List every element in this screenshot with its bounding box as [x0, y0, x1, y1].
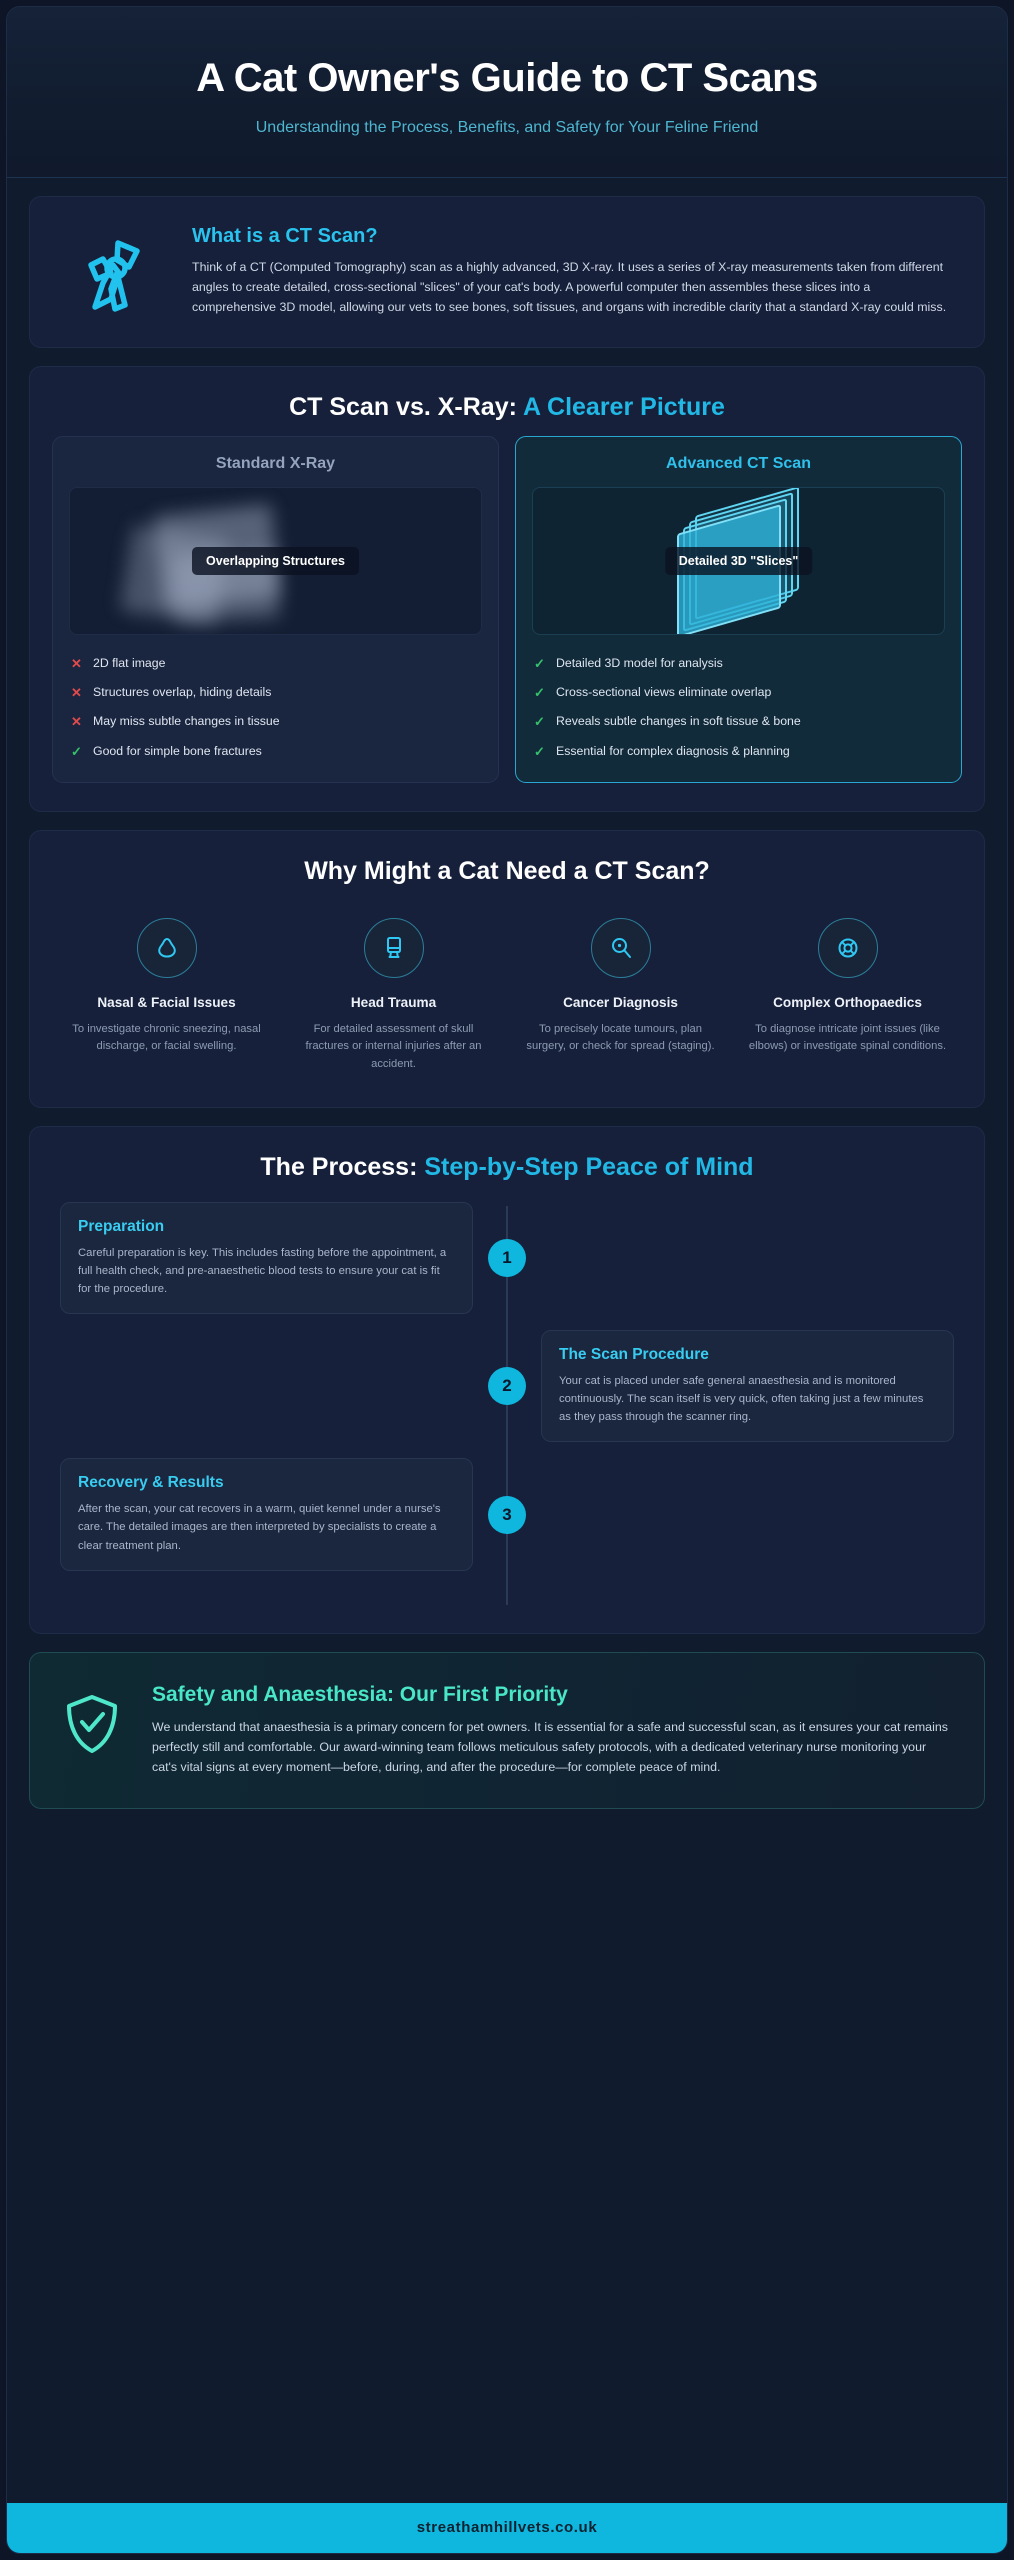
- list-item: ✕ Structures overlap, hiding details: [69, 679, 482, 708]
- list-item: ✓ Good for simple bone fractures: [69, 737, 482, 766]
- reason-desc: To precisely locate tumours, plan surger…: [526, 1022, 715, 1053]
- joint-icon: [817, 918, 878, 979]
- step-number-badge: 1: [488, 1239, 526, 1278]
- cat-scanner-icon: [60, 225, 170, 317]
- shield-check-icon: [56, 1683, 128, 1755]
- reason-complex-orthopaedics: Complex Orthopaedics To diagnose intrica…: [737, 906, 958, 1073]
- xray-heading: Standard X-Ray: [215, 455, 336, 473]
- safety-section: Safety and Anaesthesia: Our First Priori…: [29, 1651, 985, 1809]
- reason-desc: To investigate chronic sneezing, nasal d…: [72, 1022, 261, 1053]
- bullet-text: Good for simple bone fractures: [93, 743, 262, 758]
- head-scan-icon: [363, 918, 424, 979]
- list-item: ✓ Detailed 3D model for analysis: [532, 649, 945, 678]
- list-item: ✕ May miss subtle changes in tissue: [69, 708, 482, 737]
- footer-bar: streathamhillvets.co.uk: [7, 2503, 1007, 2553]
- step-desc: After the scan, your cat recovers in a w…: [78, 1503, 441, 1552]
- timeline-spine: [506, 1206, 508, 1605]
- reasons-title: Why Might a Cat Need a CT Scan?: [304, 857, 710, 886]
- comparison-title: CT Scan vs. X-Ray: A Clearer Picture: [30, 367, 984, 428]
- comparison-title-plain: CT Scan vs. X-Ray:: [289, 393, 523, 422]
- header: A Cat Owner's Guide to CT Scans Understa…: [7, 7, 1007, 178]
- safety-heading: Safety and Anaesthesia: Our First Priori…: [152, 1682, 568, 1706]
- list-item: ✓ Reveals subtle changes in soft tissue &…: [532, 708, 945, 737]
- step-number-badge: 3: [488, 1495, 526, 1534]
- step-title: The Scan Procedure: [559, 1346, 709, 1364]
- reason-cancer-diagnosis: Cancer Diagnosis To precisely locate tum…: [510, 906, 731, 1073]
- ct-visual-label: Detailed 3D "Slices": [664, 547, 813, 576]
- process-title: The Process: Step-by-Step Peace of Mind: [30, 1127, 984, 1188]
- xray-visual: Overlapping Structures: [69, 487, 482, 636]
- cross-icon: ✕: [71, 714, 82, 730]
- check-icon: ✓: [71, 743, 82, 759]
- content-body: What is a CT Scan? Think of a CT (Comput…: [7, 178, 1007, 2483]
- footer-website[interactable]: streathamhillvets.co.uk: [416, 2519, 598, 2536]
- step-card: The Scan Procedure Your cat is placed un…: [541, 1330, 954, 1443]
- comparison-title-accent: A Clearer Picture: [522, 393, 725, 422]
- check-icon: ✓: [534, 655, 545, 671]
- ct-card: Advanced CT Scan Detailed 3D "Slices" ✓ D…: [515, 436, 962, 784]
- step-card: Recovery & Results After the scan, your …: [60, 1458, 473, 1571]
- process-title-accent: Step-by-Step Peace of Mind: [424, 1153, 754, 1182]
- bullet-text: Detailed 3D model for analysis: [556, 655, 723, 670]
- page-subtitle: Understanding the Process, Benefits, and…: [255, 119, 759, 136]
- list-item: ✕ 2D flat image: [69, 649, 482, 678]
- reason-title: Nasal & Facial Issues: [97, 995, 236, 1011]
- step-title: Recovery & Results: [78, 1474, 224, 1492]
- step-number-badge: 2: [488, 1367, 526, 1406]
- safety-paragraph: We understand that anaesthesia is a prim…: [152, 1719, 948, 1775]
- check-icon: ✓: [534, 743, 545, 759]
- what-is-section: What is a CT Scan? Think of a CT (Comput…: [29, 196, 985, 349]
- process-step-3: Recovery & Results After the scan, your …: [60, 1458, 954, 1571]
- process-timeline: Preparation Careful preparation is key. …: [30, 1188, 984, 1633]
- process-section: The Process: Step-by-Step Peace of Mind …: [29, 1126, 985, 1634]
- bullet-text: 2D flat image: [93, 655, 166, 670]
- magnifier-cell-icon: [590, 918, 651, 979]
- list-item: ✓ Cross-sectional views eliminate overlap: [532, 679, 945, 708]
- nose-icon: [136, 918, 197, 979]
- process-step-1: Preparation Careful preparation is key. …: [60, 1202, 954, 1315]
- comparison-section: CT Scan vs. X-Ray: A Clearer Picture Sta…: [29, 366, 985, 813]
- reason-title: Head Trauma: [350, 995, 437, 1011]
- bullet-text: Reveals subtle changes in soft tissue & …: [556, 714, 801, 729]
- bullet-text: Essential for complex diagnosis & planni…: [556, 743, 790, 758]
- infographic-frame: A Cat Owner's Guide to CT Scans Understa…: [6, 6, 1008, 2554]
- check-icon: ✓: [534, 685, 545, 701]
- reason-title: Cancer Diagnosis: [563, 995, 678, 1011]
- list-item: ✓ Essential for complex diagnosis & plann…: [532, 737, 945, 766]
- what-is-heading: What is a CT Scan?: [192, 225, 378, 247]
- step-card: Preparation Careful preparation is key. …: [60, 1202, 473, 1315]
- check-icon: ✓: [534, 714, 545, 730]
- reason-nasal-facial: Nasal & Facial Issues To investigate chr…: [56, 906, 277, 1073]
- bullet-text: Cross-sectional views eliminate overlap: [556, 685, 772, 700]
- reason-head-trauma: Head Trauma For detailed assessment of s…: [283, 906, 504, 1073]
- xray-bullet-list: ✕ 2D flat image ✕ Structures overlap, hidi…: [69, 649, 482, 766]
- xray-visual-label: Overlapping Structures: [192, 547, 359, 576]
- ct-visual: Detailed 3D "Slices": [532, 487, 945, 636]
- cross-icon: ✕: [71, 685, 82, 701]
- ct-bullet-list: ✓ Detailed 3D model for analysis ✓ Cross-s…: [532, 649, 945, 766]
- step-title: Preparation: [78, 1218, 165, 1236]
- reason-title: Complex Orthopaedics: [773, 995, 922, 1011]
- reason-desc: To diagnose intricate joint issues (like…: [748, 1022, 947, 1053]
- page-title: A Cat Owner's Guide to CT Scans: [196, 56, 818, 100]
- bullet-text: May miss subtle changes in tissue: [93, 714, 280, 729]
- process-title-plain: The Process:: [260, 1153, 425, 1182]
- process-step-2: The Scan Procedure Your cat is placed un…: [60, 1330, 954, 1443]
- bullet-text: Structures overlap, hiding details: [93, 685, 272, 700]
- ct-heading: Advanced CT Scan: [666, 455, 811, 473]
- reason-desc: For detailed assessment of skull fractur…: [305, 1022, 482, 1070]
- reasons-section: Why Might a Cat Need a CT Scan? Nasal & …: [29, 830, 985, 1109]
- step-desc: Your cat is placed under safe general an…: [559, 1375, 924, 1424]
- what-is-paragraph: Think of a CT (Computed Tomography) scan…: [192, 260, 947, 315]
- xray-card: Standard X-Ray Overlapping Structures ✕ 2…: [52, 436, 499, 784]
- step-desc: Careful preparation is key. This include…: [78, 1247, 447, 1296]
- cross-icon: ✕: [71, 655, 82, 671]
